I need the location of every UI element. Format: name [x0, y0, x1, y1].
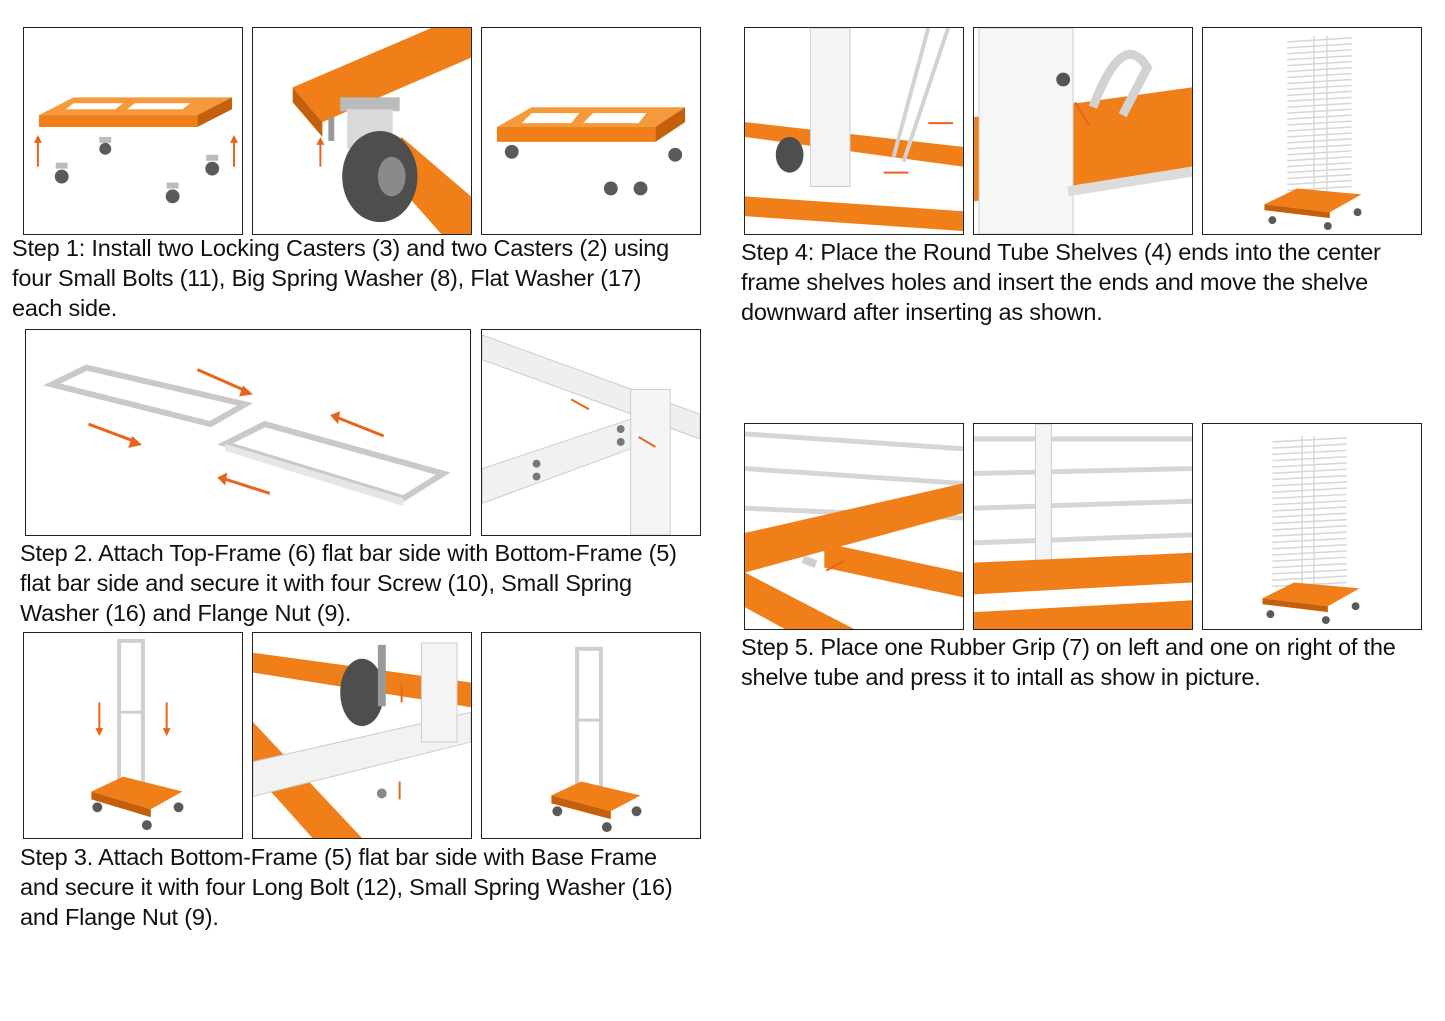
step4-caption-line3: downward after inserting as shown.	[741, 299, 1103, 325]
step3-caption-line1: Step 3. Attach Bottom-Frame (5) flat bar…	[20, 844, 657, 870]
step1-image-caster-closeup	[252, 27, 472, 235]
step4-caption: Step 4: Place the Round Tube Shelves (4)…	[741, 237, 1381, 327]
step1-caption-line3: each side.	[12, 295, 118, 321]
step1-caption-line2: four Small Bolts (11), Big Spring Washer…	[12, 265, 642, 291]
step1-image-assembled-base	[481, 27, 701, 235]
step2-image-frames-joining	[25, 329, 471, 536]
step3-caption-line2: and secure it with four Long Bolt (12), …	[20, 874, 673, 900]
step4-caption-line1: Step 4: Place the Round Tube Shelves (4)…	[741, 239, 1381, 265]
step3-image-long-bolt-closeup	[252, 632, 472, 839]
step4-image-hole-closeup	[973, 27, 1193, 235]
step3-image-upright-lowering	[23, 632, 243, 839]
step1-image-frame-and-casters	[23, 27, 243, 235]
step4-caption-line2: frame shelves holes and insert the ends …	[741, 269, 1368, 295]
step5-image-grips-on-tubes	[973, 423, 1193, 630]
step3-caption: Step 3. Attach Bottom-Frame (5) flat bar…	[20, 842, 673, 932]
step2-caption-line3: Washer (16) and Flange Nut (9).	[20, 600, 352, 626]
step5-caption-line2: shelve tube and press it to intall as sh…	[741, 664, 1261, 690]
step1-caption: Step 1: Install two Locking Casters (3) …	[12, 233, 669, 323]
step3-caption-line3: and Flange Nut (9).	[20, 904, 219, 930]
step5-image-rack-result	[1202, 423, 1422, 630]
step5-caption-line1: Step 5. Place one Rubber Grip (7) on lef…	[741, 634, 1396, 660]
step2-caption-line2: flat bar side and secure it with four Sc…	[20, 570, 632, 596]
step5-caption: Step 5. Place one Rubber Grip (7) on lef…	[741, 632, 1396, 692]
step5-image-grip-insert	[744, 423, 964, 630]
step1-caption-line1: Step 1: Install two Locking Casters (3) …	[12, 235, 670, 261]
step4-image-shelf-insert	[744, 27, 964, 235]
step4-image-rack-result	[1202, 27, 1422, 235]
step2-image-bolt-closeup	[481, 329, 701, 536]
step2-caption-line1: Step 2. Attach Top-Frame (6) flat bar si…	[20, 540, 677, 566]
step2-caption: Step 2. Attach Top-Frame (6) flat bar si…	[20, 538, 677, 628]
step3-image-upright-installed	[481, 632, 701, 839]
